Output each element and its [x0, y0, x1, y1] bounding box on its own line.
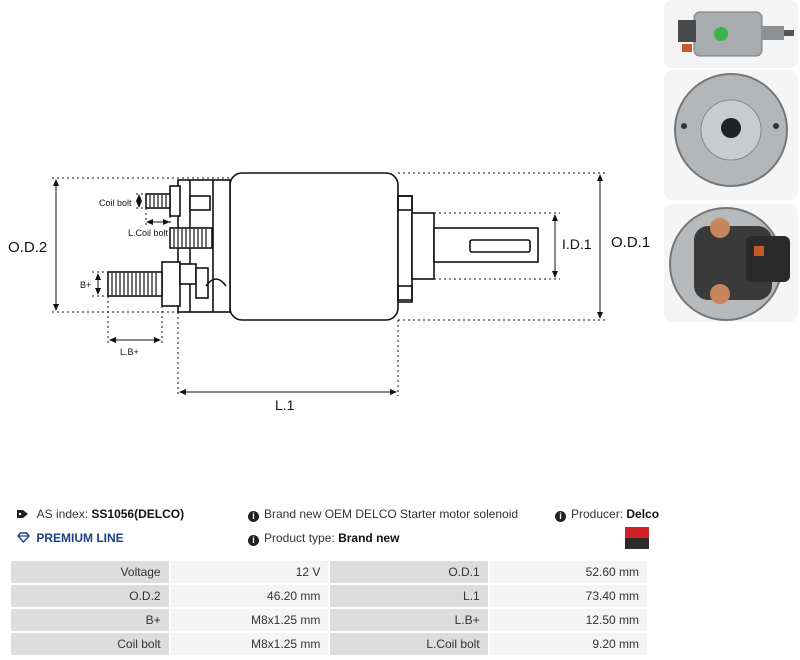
specs-table: Voltage 12 V O.D.1 52.60 mm O.D.2 46.20 … [9, 559, 650, 657]
solenoid-diagram: O.D.2 O.D.1 I.D.1 L.1 Coil bolt L.Coil b… [8, 172, 650, 413]
spec-label: L.Coil bolt [328, 631, 490, 657]
description-text: Brand new OEM DELCO Starter motor soleno… [264, 507, 519, 521]
producer: i Producer: Delco [555, 507, 659, 522]
table-row: Voltage 12 V O.D.1 52.60 mm [9, 559, 650, 585]
label-id1: I.D.1 [562, 236, 592, 252]
spec-value: 9.20 mm [487, 631, 650, 657]
product-type: i Product type: Brand new [248, 531, 399, 546]
label-l1: L.1 [275, 397, 295, 413]
info-icon: i [248, 535, 259, 546]
product-photo-front [664, 204, 798, 322]
table-row: Coil bolt M8x1.25 mm L.Coil bolt 9.20 mm [9, 631, 650, 657]
description: i Brand new OEM DELCO Starter motor solen… [248, 507, 518, 522]
tag-icon [17, 510, 28, 518]
table-row: B+ M8x1.25 mm L.B+ 12.50 mm [9, 607, 650, 633]
label-l-coil-bolt: L.Coil bolt [128, 228, 169, 238]
as-index-label: AS index: [36, 507, 89, 521]
spec-label: B+ [9, 607, 171, 633]
spec-value: 12.50 mm [487, 607, 650, 633]
label-od1: O.D.1 [611, 234, 650, 251]
product-photo-side [664, 0, 798, 68]
spec-value: 73.40 mm [487, 583, 650, 609]
spec-value: 52.60 mm [487, 559, 650, 585]
label-l-b-plus: L.B+ [120, 347, 139, 357]
spec-value: 46.20 mm [168, 583, 331, 609]
spec-label: O.D.2 [9, 583, 171, 609]
product-type-value: Brand new [338, 531, 400, 545]
as-index: AS index: SS1056(DELCO) [17, 507, 184, 521]
spec-label: Voltage [9, 559, 171, 585]
spec-label: O.D.1 [328, 559, 490, 585]
spec-value: M8x1.25 mm [168, 631, 331, 657]
diamond-icon [17, 532, 30, 544]
spec-value: 12 V [168, 559, 331, 585]
label-coil-bolt: Coil bolt [99, 198, 132, 208]
spec-label: Coil bolt [9, 631, 171, 657]
product-photo-back [664, 70, 798, 200]
product-type-label: Product type: [264, 531, 335, 545]
info-icon: i [248, 511, 259, 522]
spec-value: M8x1.25 mm [168, 607, 331, 633]
table-row: O.D.2 46.20 mm L.1 73.40 mm [9, 583, 650, 609]
label-od2: O.D.2 [8, 239, 47, 256]
info-icon: i [555, 511, 566, 522]
premium-line: PREMIUM LINE [17, 531, 124, 545]
producer-value: Delco [626, 507, 660, 521]
label-b-plus: B+ [80, 280, 91, 290]
as-index-value: SS1056(DELCO) [91, 507, 185, 521]
spec-label: L.B+ [328, 607, 490, 633]
spec-label: L.1 [328, 583, 490, 609]
producer-logo [625, 527, 649, 549]
producer-label: Producer: [571, 507, 624, 521]
premium-line-text: PREMIUM LINE [36, 531, 124, 545]
